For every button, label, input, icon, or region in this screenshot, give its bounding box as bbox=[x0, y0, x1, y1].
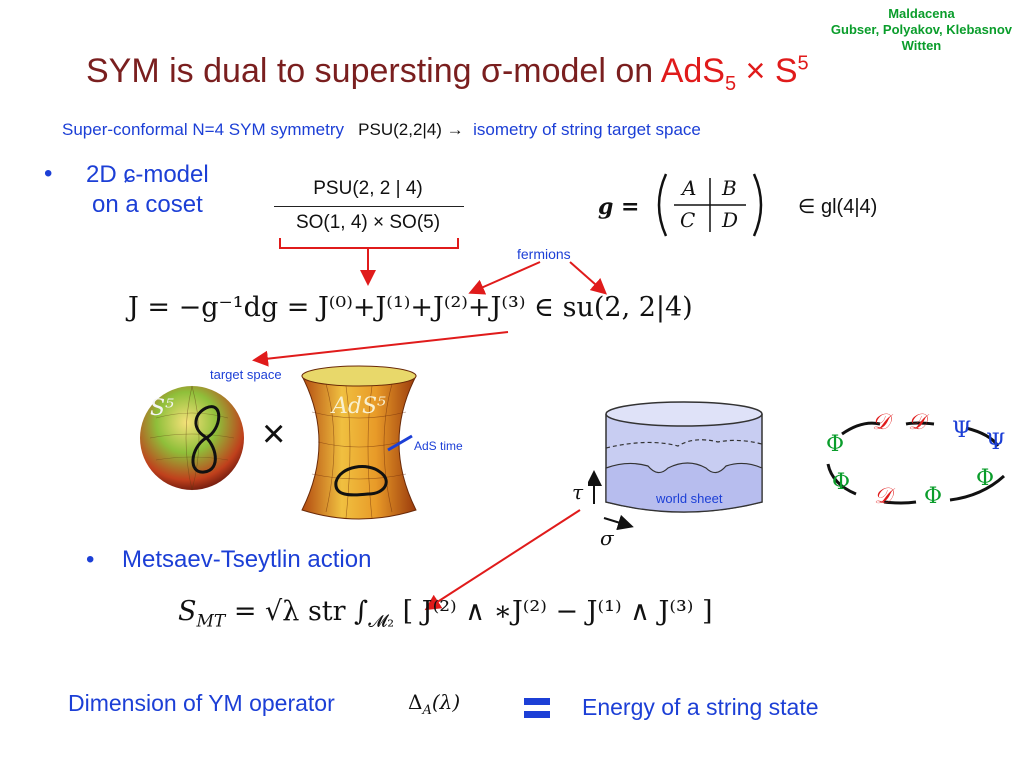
bottom-right-text: Energy of a string state bbox=[582, 694, 819, 720]
slide-title: SYM is dual to supersting σ-model on AdS… bbox=[86, 52, 809, 96]
ring-d-top1: 𝒟 bbox=[872, 410, 890, 435]
operator-dimension: ΔA(λ) bbox=[408, 690, 461, 718]
ring-phi-bottom: Φ bbox=[924, 484, 943, 509]
action-integrand: [ J⁽²⁾ ∧ ∗J⁽²⁾ − J⁽¹⁾ ∧ J⁽³⁾ ] bbox=[402, 596, 713, 627]
bullet-dot-1: • bbox=[44, 160, 53, 187]
coset-numerator: PSU(2, 2 | 4) bbox=[313, 178, 423, 199]
target-space-label: target space bbox=[210, 367, 282, 382]
subtitle: Super-conformal N=4 SYM symmetry PSU(2,2… bbox=[62, 120, 701, 140]
matrix-lhs: g = bbox=[598, 194, 640, 220]
ring-phi-left: Φ bbox=[826, 432, 845, 457]
bullet-metsaev-tseytlin: Metsaev-Tseytlin action bbox=[122, 546, 372, 573]
title-ads: AdS5 × S5 bbox=[660, 52, 809, 95]
coset-denominator: SO(1, 4) × SO(5) bbox=[295, 212, 441, 233]
bullet-dot-2: • bbox=[86, 546, 95, 573]
credit-maldacena: Maldacena bbox=[888, 6, 955, 21]
ads5-graphic bbox=[301, 365, 417, 520]
ads-time-label: AdS time bbox=[414, 439, 463, 453]
title-main: SYM is dual to supersting σ-model on bbox=[86, 52, 661, 90]
action-domain: 𝓜₂ bbox=[368, 611, 395, 632]
subtitle-part2: isometry of string target space bbox=[473, 120, 701, 139]
matrix-c: C bbox=[680, 208, 696, 232]
credits: Maldacena Gubser, Polyakov, Klebasnov Wi… bbox=[831, 6, 1012, 54]
ring-d-top2: 𝒟 bbox=[908, 410, 926, 435]
credit-witten: Witten bbox=[901, 38, 942, 53]
sigma-label: σ bbox=[600, 526, 614, 550]
credit-gpk: Gubser, Polyakov, Klebasnov bbox=[830, 22, 1012, 37]
ads-label: AdS⁵ bbox=[332, 394, 386, 419]
equals-bar-top bbox=[524, 698, 550, 705]
ring-psi-2: Ψ bbox=[986, 430, 1006, 455]
matrix-brackets bbox=[657, 173, 763, 237]
cross-product-sign: × bbox=[262, 412, 286, 456]
bottom-left-text: Dimension of YM operator bbox=[68, 690, 335, 716]
bullet-sigma-model: 2D ɕ-model on a coset bbox=[86, 160, 209, 220]
tau-sigma-axes bbox=[588, 470, 634, 530]
action-rest: = √λ str ∫ bbox=[225, 596, 369, 627]
ring-psi-1: Ψ bbox=[952, 418, 972, 443]
current-equation: J = −g⁻¹dg = J⁽⁰⁾+J⁽¹⁾+J⁽²⁾+J⁽³⁾ ∈ su(2,… bbox=[128, 292, 693, 323]
fermions-label: fermions bbox=[517, 246, 571, 262]
world-sheet-label: world sheet bbox=[656, 491, 723, 506]
ring-phi-bl: Φ bbox=[832, 470, 851, 495]
ring-d-bottom: 𝒟 bbox=[874, 484, 892, 509]
equals-bar-bottom bbox=[524, 711, 550, 718]
metsaev-tseytlin-action: SMT = √λ str ∫𝓜₂ [ J⁽²⁾ ∧ ∗J⁽²⁾ − J⁽¹⁾ ∧… bbox=[178, 596, 713, 631]
subtitle-psu: PSU(2,2|4) → bbox=[358, 120, 464, 139]
bullet1-line2: on a coset bbox=[92, 191, 203, 218]
matrix-d: D bbox=[722, 208, 739, 232]
tau-label: τ bbox=[572, 480, 584, 504]
ring-phi-right: Φ bbox=[976, 466, 995, 491]
sphere-label: S⁵ bbox=[150, 396, 174, 421]
coset-fraction-line bbox=[274, 206, 464, 207]
matrix-b: B bbox=[722, 176, 737, 200]
subtitle-part1: Super-conformal N=4 SYM symmetry bbox=[62, 120, 344, 139]
bullet1-line1: 2D ɕ-model bbox=[86, 161, 209, 188]
action-lhs: S bbox=[178, 596, 197, 627]
matrix-membership: ∈ gl(4|4) bbox=[798, 196, 878, 218]
sphere-s5-graphic bbox=[140, 385, 244, 491]
world-sheet-cylinder bbox=[605, 401, 763, 513]
matrix-a: A bbox=[682, 176, 697, 200]
action-lhs-sub: MT bbox=[196, 611, 226, 632]
spin-chain-ring bbox=[826, 421, 1006, 505]
